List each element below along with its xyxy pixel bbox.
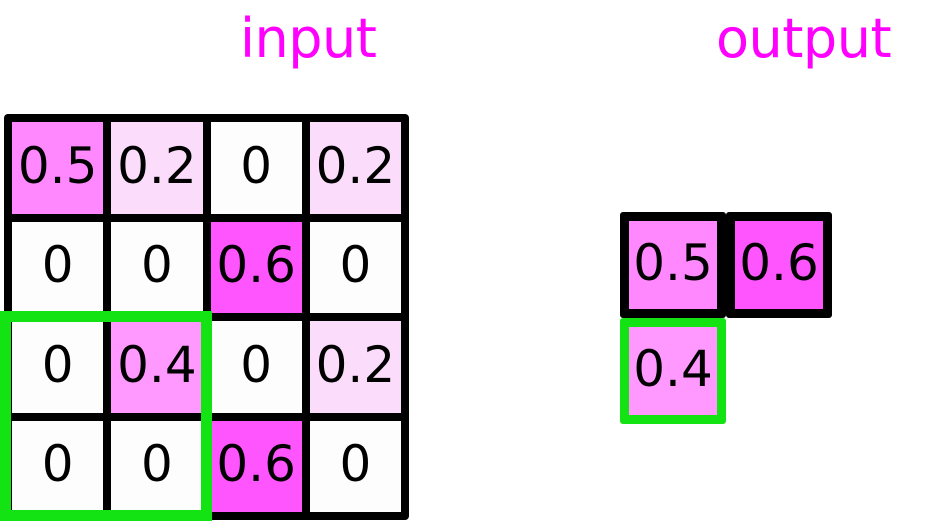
output-grid: 0.5 0.6 0.4 bbox=[620, 212, 832, 424]
output-cell-r1c1[interactable] bbox=[726, 318, 832, 424]
input-cell-value: 0 bbox=[339, 236, 372, 295]
output-title: output bbox=[716, 7, 892, 70]
input-cell-r2c3[interactable]: 0.2 bbox=[309, 321, 401, 413]
output-cell-r1c0[interactable]: 0.4 bbox=[620, 318, 726, 424]
input-cell-value: 0.2 bbox=[315, 136, 396, 195]
input-cell-value: 0.6 bbox=[216, 236, 296, 295]
output-cell-value: 0.4 bbox=[633, 340, 713, 398]
input-cell-value: 0 bbox=[140, 435, 173, 494]
input-cell-value: 0 bbox=[339, 435, 372, 494]
input-cell-r0c2[interactable]: 0 bbox=[210, 122, 302, 214]
input-cell-r1c0[interactable]: 0 bbox=[12, 221, 104, 313]
output-cell-value: 0.5 bbox=[633, 234, 713, 292]
input-cell-value: 0.2 bbox=[315, 335, 396, 394]
input-grid: 0.5 0.2 0 0.2 0 0 0.6 0 0 0.4 0 0.2 0 0 … bbox=[4, 114, 409, 520]
input-cell-value: 0 bbox=[41, 236, 74, 295]
input-cell-r3c0[interactable]: 0 bbox=[12, 420, 104, 512]
input-cell-r2c2[interactable]: 0 bbox=[210, 321, 302, 413]
input-cell-value: 0 bbox=[140, 236, 173, 295]
input-cell-value: 0 bbox=[240, 335, 273, 394]
input-cell-value: 0.2 bbox=[117, 136, 197, 195]
input-cell-r0c0[interactable]: 0.5 bbox=[12, 122, 104, 214]
input-cell-r0c3[interactable]: 0.2 bbox=[309, 122, 401, 214]
input-cell-r0c1[interactable]: 0.2 bbox=[111, 122, 203, 214]
input-cell-value: 0 bbox=[41, 335, 74, 394]
input-cell-r3c2[interactable]: 0.6 bbox=[210, 420, 302, 512]
input-title: input bbox=[240, 7, 377, 70]
output-cell-r0c0[interactable]: 0.5 bbox=[620, 212, 726, 318]
output-cell-r0c1[interactable]: 0.6 bbox=[726, 212, 832, 318]
input-cell-r2c1[interactable]: 0.4 bbox=[111, 321, 203, 413]
input-cell-value: 0.4 bbox=[117, 335, 197, 394]
input-cell-r1c2[interactable]: 0.6 bbox=[210, 221, 302, 313]
input-cell-value: 0 bbox=[240, 136, 273, 195]
input-cell-r3c1[interactable]: 0 bbox=[111, 420, 203, 512]
input-cell-r1c1[interactable]: 0 bbox=[111, 221, 203, 313]
output-cell-value: 0.6 bbox=[739, 234, 819, 292]
input-cell-value: 0 bbox=[41, 435, 74, 494]
input-cell-r3c3[interactable]: 0 bbox=[309, 420, 401, 512]
input-cell-value: 0.6 bbox=[216, 435, 296, 494]
input-cell-value: 0.5 bbox=[17, 136, 98, 195]
input-cell-r2c0[interactable]: 0 bbox=[12, 321, 104, 413]
input-cell-r1c3[interactable]: 0 bbox=[309, 221, 401, 313]
